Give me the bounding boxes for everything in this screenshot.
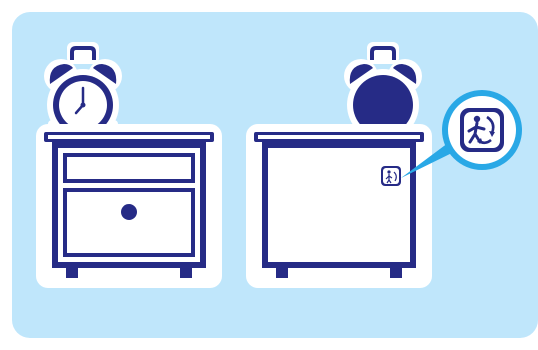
triman-recycling-logo [381, 166, 401, 186]
nightstand-back-icon [246, 124, 432, 288]
nightstand-front-icon [36, 124, 222, 288]
triman-recycling-logo-magnified [442, 90, 522, 170]
